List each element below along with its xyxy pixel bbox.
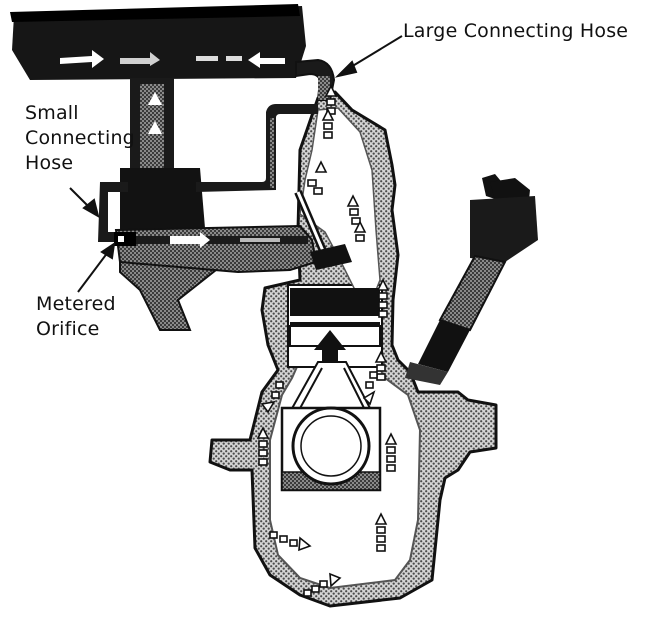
metered-orifice-line-2: Orifice — [36, 318, 100, 340]
flow-arrow — [362, 371, 378, 406]
metered-orifice — [114, 232, 136, 246]
crankshaft — [280, 406, 382, 492]
flow-arrow — [324, 84, 338, 115]
flow-arrow — [376, 278, 390, 318]
large-connecting-hose-text: Large Connecting Hose — [403, 20, 629, 42]
metered-orifice-label: Metered Orifice — [36, 292, 116, 342]
flow-arrows — [256, 84, 398, 597]
small-connecting-hose — [98, 104, 318, 242]
spark-plug — [405, 174, 538, 385]
flow-arrow — [321, 108, 335, 139]
flow-arrow — [353, 220, 367, 242]
flow-arrow — [269, 531, 312, 552]
flow-arrow — [374, 512, 388, 552]
small-connecting-hose-line-3: Hose — [25, 152, 74, 174]
intake-valve — [294, 190, 352, 270]
leader-large-hose — [345, 35, 403, 71]
air-cleaner — [10, 4, 306, 80]
flow-arrow — [307, 160, 328, 195]
connecting-rod — [288, 361, 374, 413]
flow-arrow — [384, 432, 398, 472]
flow-arrow — [303, 572, 342, 597]
large-connecting-hose-label: Large Connecting Hose — [403, 19, 628, 44]
leader-metered-orifice — [77, 251, 109, 293]
small-connecting-hose-label: Small Connecting Hose — [25, 101, 135, 176]
flow-arrow — [260, 381, 284, 414]
leader-lines — [69, 35, 403, 293]
small-connecting-hose-line-1: Small — [25, 102, 79, 124]
metered-orifice-line-1: Metered — [36, 293, 116, 315]
small-connecting-hose-line-2: Connecting — [25, 127, 135, 149]
flow-arrow — [374, 350, 388, 381]
intake-manifold — [114, 224, 318, 274]
flow-arrow — [256, 426, 270, 466]
piston — [289, 288, 381, 362]
